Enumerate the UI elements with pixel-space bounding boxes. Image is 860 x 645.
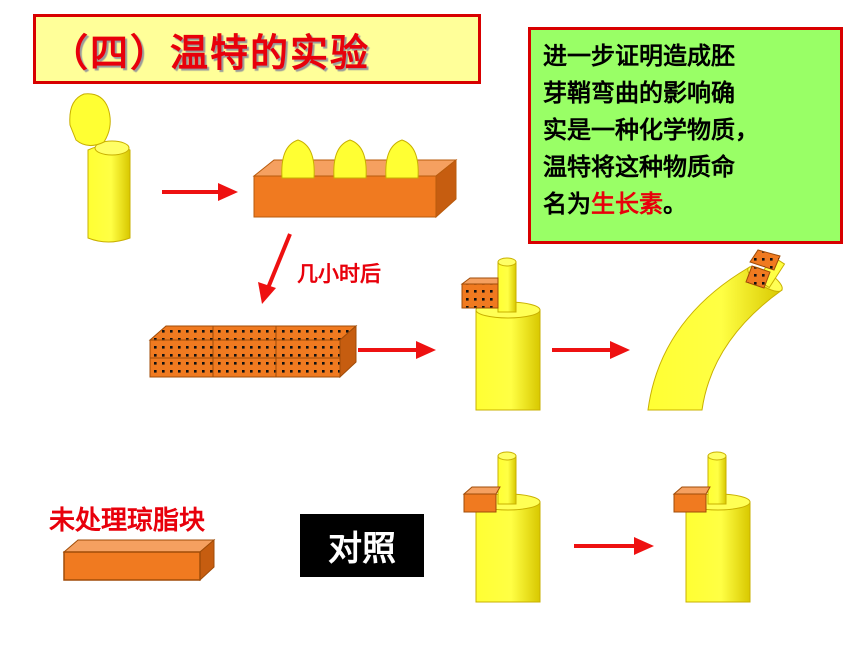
tips-on-agar-block (252, 139, 458, 219)
slide-title: （四）温特的实验 (50, 30, 371, 75)
arrow-down-after-hours (258, 233, 292, 304)
note-line-5-prefix: 名为 (543, 190, 591, 218)
note-line-5-suffix: 。 (663, 190, 687, 218)
coleoptile-with-tip (69, 93, 131, 243)
control-label-text: 对照 (328, 529, 396, 569)
arrow-right-3 (552, 341, 630, 359)
coleoptile-with-treated-agar (460, 257, 541, 411)
arrow-right-4 (574, 537, 654, 555)
control-coleoptile-2 (672, 451, 751, 603)
note-line-1: 进一步证明造成胚 (543, 42, 735, 70)
arrow-right-1 (162, 183, 238, 201)
explanation-note: 进一步证明造成胚 芽鞘弯曲的影响确 实是一种化学物质， 温特将这种物质命 名为生… (528, 27, 843, 244)
note-line-4: 温特将这种物质命 (543, 153, 735, 181)
control-label: 对照 (300, 514, 424, 577)
note-line-2: 芽鞘弯曲的影响确 (543, 79, 735, 107)
untreated-agar-block (62, 538, 216, 582)
note-line-3: 实是一种化学物质， (543, 116, 759, 144)
untreated-agar-label: 未处理琼脂块 (49, 506, 206, 536)
control-coleoptile-1 (462, 451, 541, 603)
auxin-highlight: 生长素 (591, 190, 663, 218)
title-box: （四）温特的实验 (33, 14, 481, 84)
treated-agar-block (148, 324, 358, 379)
bent-coleoptile (647, 249, 786, 411)
after-hours-label: 几小时后 (297, 262, 381, 286)
note-line-5: 名为生长素。 (543, 186, 830, 223)
arrow-right-2 (358, 341, 436, 359)
